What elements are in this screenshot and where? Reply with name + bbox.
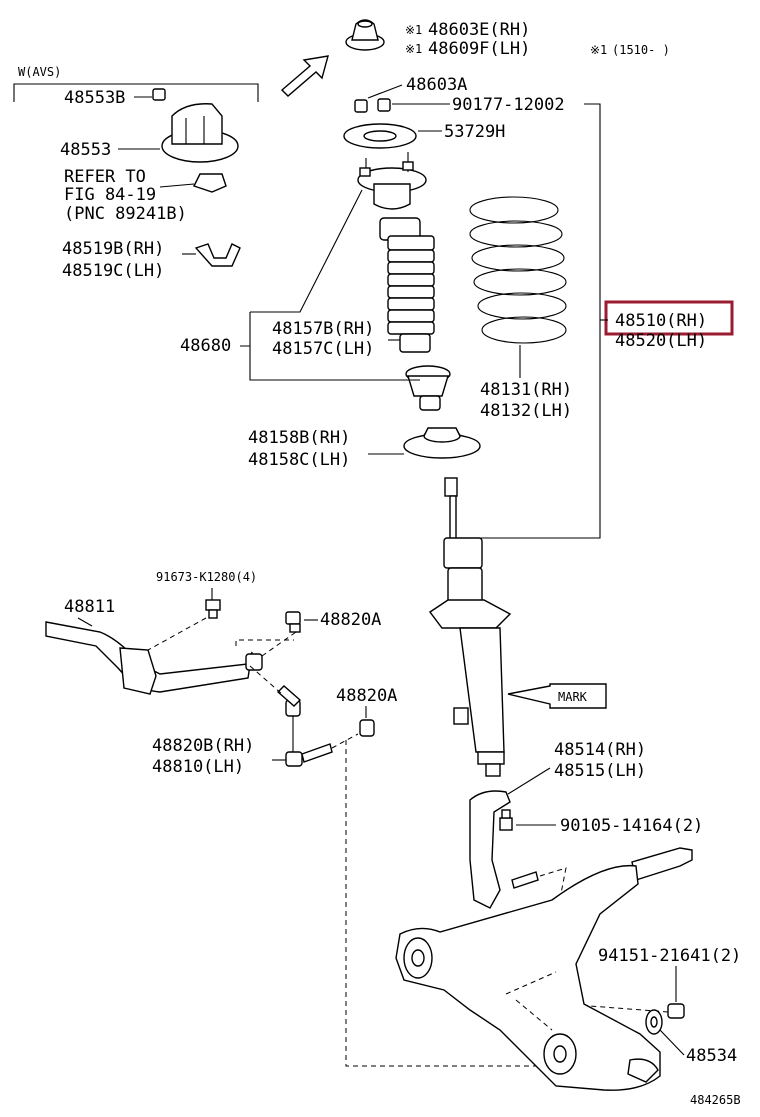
- leader-48680-top: [250, 189, 363, 313]
- bolt-91673: [205, 599, 221, 619]
- label-48603A: 48603A: [406, 75, 467, 95]
- figure-code: 484265B: [690, 1093, 741, 1107]
- label-48158C: 48158C(LH): [248, 450, 350, 470]
- nut-48820A-lower: [359, 719, 375, 737]
- label-90177: 90177-12002: [452, 95, 565, 115]
- lower-insulator: [403, 427, 481, 459]
- label-48520: 48520(LH): [615, 331, 707, 351]
- label-48553B: 48553B: [64, 88, 125, 108]
- bump-stopper: [405, 365, 451, 411]
- label-94151: 94151-21641(2): [598, 946, 741, 966]
- lower-arm: [395, 847, 693, 1091]
- dash-bracket-arm: [539, 867, 567, 1001]
- label-48603E: 48603E(RH): [428, 20, 530, 40]
- label-48515: 48515(LH): [554, 761, 646, 781]
- upper-mount-cap: [345, 19, 385, 51]
- label-48510: 48510(RH): [615, 311, 707, 331]
- label-48609F: 48609F(LH): [428, 39, 530, 59]
- highlight-box-48510: [604, 300, 734, 336]
- note-prefix: ※1: [590, 43, 607, 57]
- connector-clip: [193, 173, 227, 193]
- shock-absorber: [428, 477, 512, 777]
- avs-mount-48553: [161, 103, 239, 163]
- refer-line-2: FIG 84-19: [64, 185, 156, 205]
- bolt-90105: [499, 809, 513, 831]
- refer-line-3: (PNC 89241B): [64, 204, 187, 224]
- label-48157C: 48157C(LH): [272, 339, 374, 359]
- label-48132: 48132(LH): [480, 401, 572, 421]
- label-48534: 48534: [686, 1046, 737, 1066]
- dash-arm-inner: [505, 971, 557, 1031]
- label-48820B: 48820B(RH): [152, 736, 254, 756]
- label-48131: 48131(RH): [480, 380, 572, 400]
- label-48519C: 48519C(LH): [62, 261, 164, 281]
- note-mark-1: ※1: [405, 23, 422, 37]
- upper-support: [357, 152, 427, 210]
- label-91673: 91673-K1280(4): [156, 570, 257, 584]
- stabilizer-link: [276, 685, 333, 767]
- mark-label: MARK: [558, 690, 588, 704]
- label-48519B: 48519B(RH): [62, 239, 164, 259]
- stabilizer-bar: [45, 621, 263, 695]
- label-90105: 90105-14164(2): [560, 816, 703, 836]
- bracket-48514: [469, 790, 539, 909]
- label-48514: 48514(RH): [554, 740, 646, 760]
- washer-48534: [645, 1009, 663, 1035]
- leader-90177-assembly: [480, 103, 601, 539]
- nut-90177: [377, 98, 391, 112]
- refer-line-1: REFER TO: [64, 167, 146, 187]
- label-48157B: 48157B(RH): [272, 319, 374, 339]
- label-48553: 48553: [60, 140, 111, 160]
- leader-48680: [240, 312, 420, 381]
- coil-spring: [469, 196, 567, 344]
- label-48158B: 48158B(RH): [248, 428, 350, 448]
- nut-48820A-upper: [285, 611, 301, 633]
- dash-nut-bar: [235, 631, 297, 657]
- wavs-bracket: [13, 83, 259, 102]
- label-48810: 48810(LH): [152, 757, 244, 777]
- nut-48553B: [152, 88, 166, 101]
- nut-94151: [667, 1003, 685, 1019]
- label-48680: 48680: [180, 336, 231, 356]
- wavs-label: W(AVS): [18, 65, 61, 79]
- note-mark-2: ※1: [405, 42, 422, 56]
- upper-seat-53729H: [343, 123, 417, 149]
- label-48820A-lower: 48820A: [336, 686, 397, 706]
- nut-48603A: [354, 99, 368, 113]
- label-53729H: 53729H: [444, 122, 505, 142]
- note-date: (1510- ): [612, 43, 670, 57]
- label-48811: 48811: [64, 597, 115, 617]
- mark-callout: MARK: [507, 683, 607, 709]
- arrow-up-right-icon: [280, 55, 329, 97]
- bracket-48519: [194, 243, 241, 267]
- dash-link-arm: [331, 733, 552, 1067]
- dust-boot: [379, 217, 435, 353]
- label-48820A-upper: 48820A: [320, 610, 381, 630]
- dash-link-bar: [249, 665, 283, 695]
